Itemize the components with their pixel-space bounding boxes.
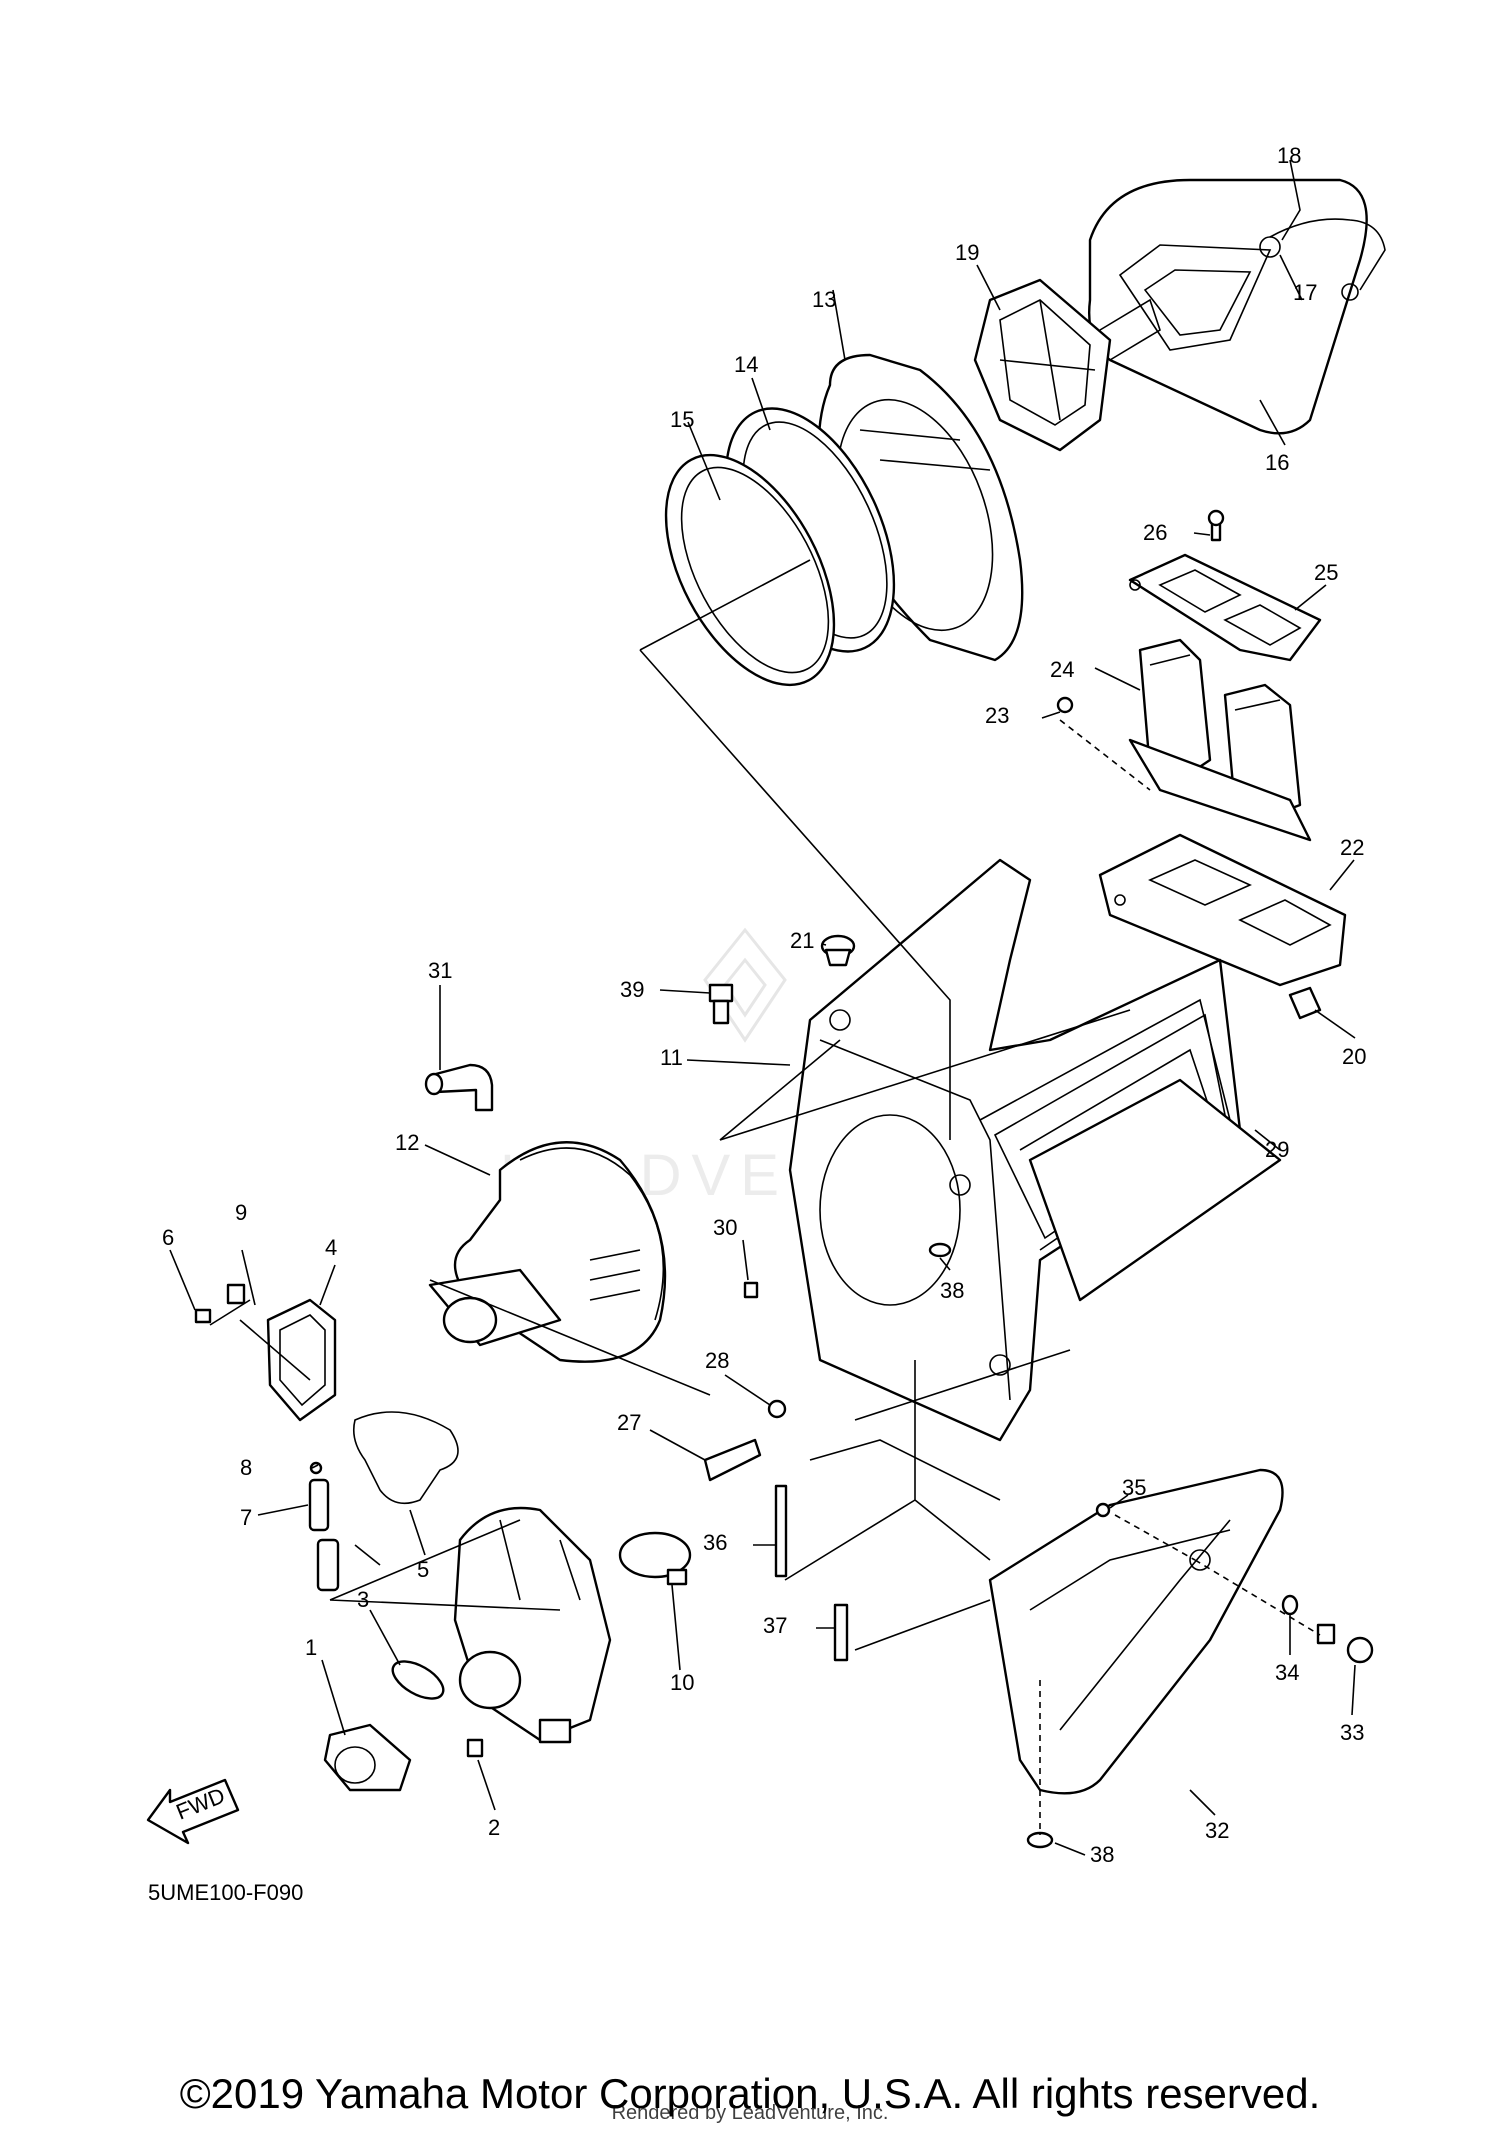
cap-21 — [820, 934, 856, 967]
screw-30 — [743, 1281, 759, 1299]
fwd-arrow-icon: FWD — [146, 1778, 240, 1845]
washer-38-upper — [928, 1242, 952, 1258]
intake-duct-24 — [1056, 638, 1312, 842]
fitting-6 — [194, 1308, 212, 1324]
callout-32: 32 — [1205, 1818, 1229, 1843]
clamp-10 — [618, 1531, 692, 1586]
callout-37: 37 — [763, 1613, 787, 1638]
bolt-9 — [226, 1283, 246, 1305]
hose-5 — [352, 1411, 459, 1505]
callout-15: 15 — [670, 407, 694, 432]
breather-elbow-31 — [424, 1063, 494, 1112]
carburetor — [453, 1506, 612, 1744]
screw-33 — [1316, 1623, 1374, 1664]
callout-14: 14 — [734, 352, 758, 377]
washer-38-lower — [1026, 1831, 1054, 1849]
callout-22: 22 — [1340, 835, 1364, 860]
callout-31: 31 — [428, 958, 452, 983]
air-filter-cover — [1088, 178, 1386, 435]
callout-12: 12 — [395, 1130, 419, 1155]
callout-35: 35 — [1122, 1475, 1146, 1500]
air-filter-element — [973, 278, 1161, 452]
callout-8: 8 — [240, 1455, 252, 1480]
copyright-notice: ©2019 Yamaha Motor Corporation, U.S.A. A… — [179, 2070, 1321, 2117]
callout-34: 34 — [1275, 1660, 1299, 1685]
callout-19: 19 — [955, 240, 979, 265]
callout-labels: 1 2 3 4 5 6 7 8 9 10 11 12 13 14 15 16 1… — [162, 143, 1366, 1867]
callout-16: 16 — [1265, 450, 1289, 475]
intake-manifold-1 — [323, 1723, 412, 1792]
callout-10: 10 — [670, 1670, 694, 1695]
callout-30: 30 — [713, 1215, 737, 1240]
clamp-8 — [309, 1461, 323, 1475]
rendered-by-notice: Rendered by LeadVenture, Inc. — [611, 2102, 889, 2124]
callout-23: 23 — [985, 703, 1009, 728]
side-cover-32 — [988, 1468, 1284, 1795]
diagram-code: 5UME100-F090 — [148, 1880, 304, 1905]
clamp-28 — [767, 1399, 787, 1419]
callout-39: 39 — [620, 977, 644, 1002]
clamp-3 — [391, 1660, 445, 1700]
callout-11: 11 — [660, 1045, 683, 1070]
seal-29 — [1028, 1078, 1282, 1302]
callout-38-lower: 38 — [1090, 1842, 1114, 1867]
callout-33: 33 — [1340, 1720, 1364, 1745]
gasket-22 — [1098, 833, 1347, 987]
callout-leaders — [169, 159, 1356, 1856]
callout-20: 20 — [1342, 1044, 1366, 1069]
callout-26: 26 — [1143, 520, 1167, 545]
assembly-lines — [209, 559, 1321, 1835]
callout-7: 7 — [240, 1505, 252, 1530]
callout-4: 4 — [325, 1235, 337, 1260]
filter-ring-15 — [664, 453, 836, 687]
callout-21: 21 — [790, 928, 814, 953]
callout-6: 6 — [162, 1225, 174, 1250]
clip-20 — [1288, 986, 1322, 1020]
callout-5: 5 — [417, 1557, 429, 1582]
screw-2 — [466, 1738, 484, 1758]
bolt-39 — [708, 983, 734, 1025]
callout-18: 18 — [1277, 143, 1301, 168]
vent-hose-7 — [308, 1478, 340, 1592]
callout-2: 2 — [488, 1815, 500, 1840]
callout-27: 27 — [617, 1410, 641, 1435]
intake-plate-25 — [1128, 509, 1322, 662]
callout-24: 24 — [1050, 657, 1074, 682]
callout-1: 1 — [305, 1635, 317, 1660]
callout-25: 25 — [1314, 560, 1338, 585]
callout-3: 3 — [357, 1587, 369, 1612]
callout-36: 36 — [703, 1530, 727, 1555]
pin-37 — [833, 1603, 849, 1662]
callout-9: 9 — [235, 1200, 247, 1225]
pin-36 — [774, 1484, 788, 1578]
callout-17: 17 — [1293, 280, 1317, 305]
callout-28: 28 — [705, 1348, 729, 1373]
washer-35 — [1095, 1502, 1111, 1518]
callout-38-upper: 38 — [940, 1278, 964, 1303]
callout-29: 29 — [1265, 1137, 1289, 1162]
callout-13: 13 — [812, 287, 836, 312]
reed-valve-4 — [266, 1298, 337, 1422]
drain-plug-27 — [703, 1438, 762, 1482]
washer-34 — [1281, 1594, 1299, 1616]
